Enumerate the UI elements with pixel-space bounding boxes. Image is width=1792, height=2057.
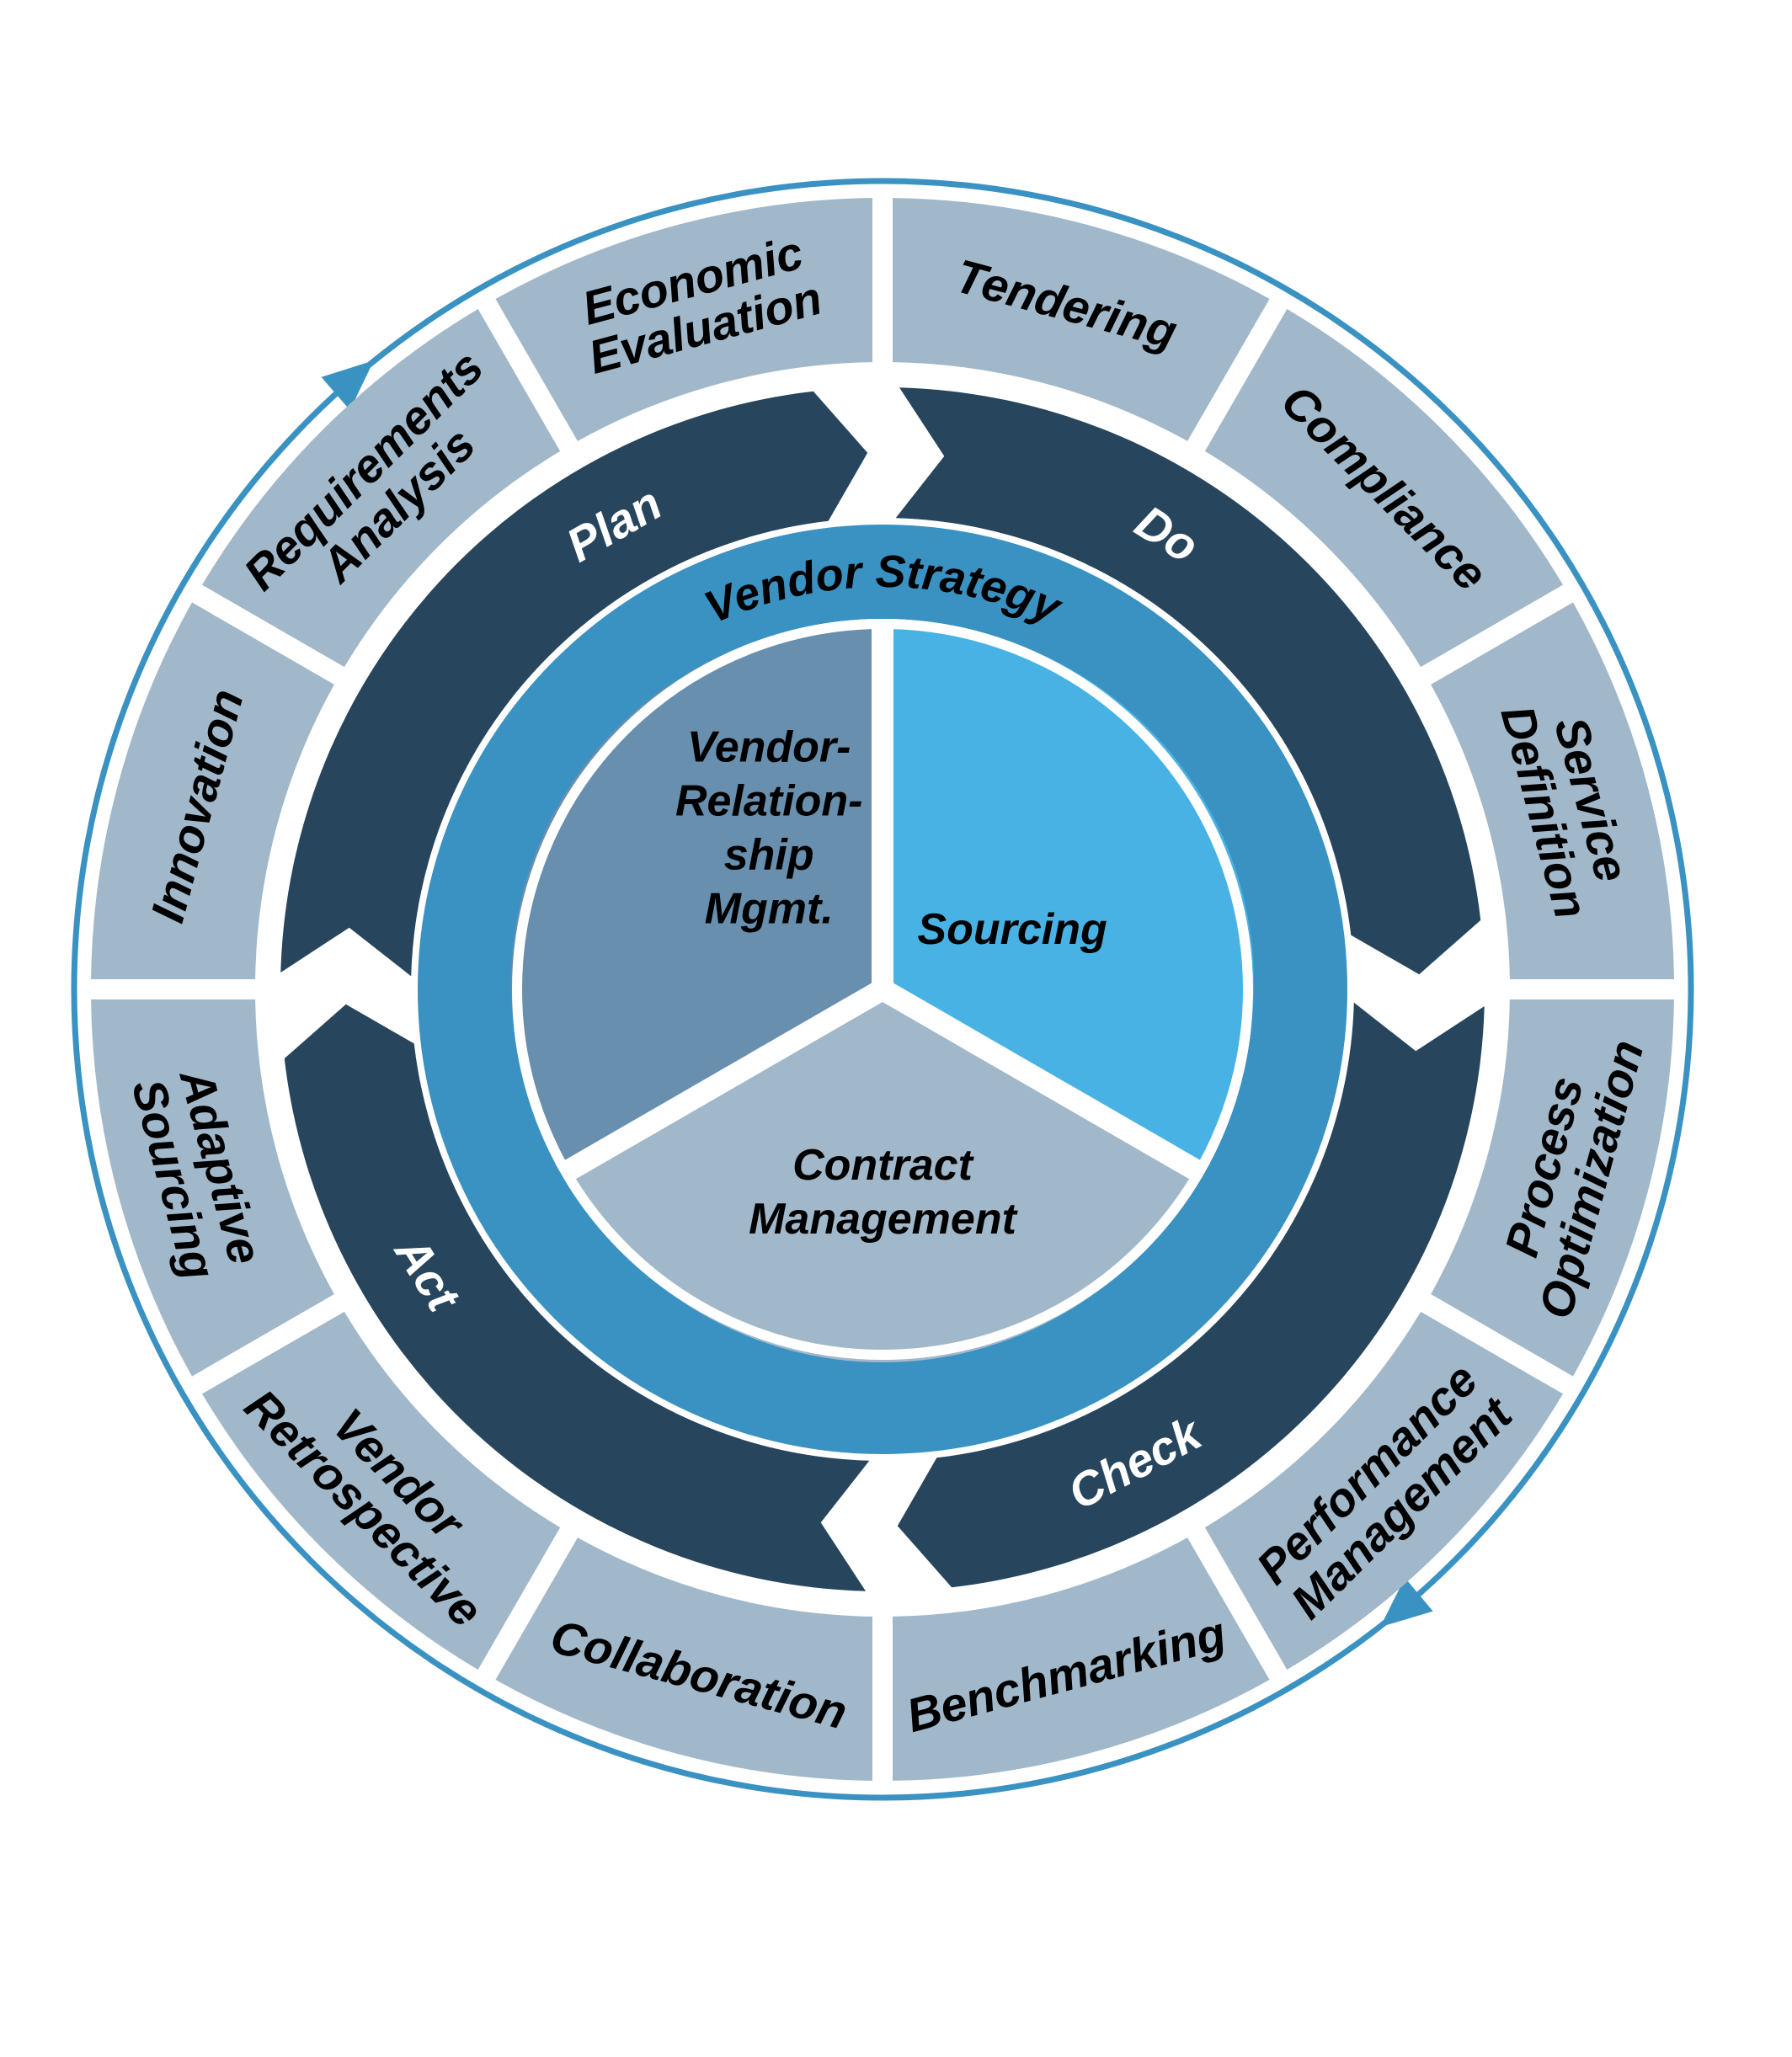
outer-cycle-arrow [71, 178, 1694, 1801]
outer-segment-shape [1431, 602, 1674, 980]
outer-segment-shape [495, 198, 873, 441]
outer-segment-innovation: Innovation [91, 602, 334, 980]
outer-segment-shape [1204, 309, 1563, 668]
outer-segment-shape [202, 309, 561, 668]
core-sector-label-line: Sourcing [917, 905, 1107, 954]
outer-segment-shape [91, 602, 334, 980]
outer-segment-process-optimization: ProcessOptimization [1431, 999, 1674, 1377]
core-sector-shape [570, 1002, 1195, 1363]
outer-arrow-head-top [321, 360, 374, 411]
cycle-phase-check [897, 1002, 1485, 1588]
outer-segment-shape [495, 1537, 873, 1781]
outer-segment-benchmarking: Benchmarking [892, 1537, 1270, 1781]
outer-segment-tendering: Tendering [892, 198, 1270, 441]
core-sector-label: Sourcing [917, 905, 1107, 954]
strategy-ring-shape [418, 525, 1347, 1454]
outer-segment-collaboration: Collaboration [495, 1537, 873, 1781]
cycle-phase-plan [280, 391, 868, 977]
cycle-phase-arrow [895, 387, 1481, 975]
core-sector-label-line: Vendor- [687, 722, 851, 771]
cycle-phase-act [284, 1004, 870, 1591]
outer-segment-adaptive-sourcing: AdaptiveSourcing [91, 999, 334, 1377]
core-sector-label-line: Management [749, 1195, 1019, 1244]
core-outline [512, 619, 1253, 1360]
vendor-strategy-ring: Vendor Strategy [418, 525, 1347, 1454]
cycle-phase-arrow [897, 1002, 1485, 1588]
cycle-phase-do [895, 387, 1481, 975]
core-sector-label-line: Relation- [675, 776, 862, 825]
cycle-phase-arrow [284, 1004, 870, 1591]
outer-segment-shape [892, 198, 1270, 441]
outer-segment-economic-evaluation: EconomicEvaluation [495, 198, 873, 441]
outer-arrow-head-bottom [1380, 1577, 1433, 1628]
outer-segment-shape [91, 999, 334, 1377]
core-sector-label-line: ship [724, 830, 814, 879]
outer-segment-shape [1431, 999, 1674, 1377]
outer-segment-service-definition: ServiceDefinition [1431, 602, 1674, 980]
outer-cycle-ring [71, 178, 1694, 1801]
core-sector-label-line: Mgmt. [705, 884, 834, 933]
outer-segment-shape [1204, 1311, 1563, 1670]
core-sector-label-line: Contract [792, 1141, 974, 1190]
outer-segment-shape [202, 1311, 561, 1670]
cycle-phase-arrow [280, 391, 868, 977]
outer-segment-shape [892, 1537, 1270, 1781]
outer-ring: TenderingComplianceServiceDefinitionProc… [91, 198, 1674, 1781]
